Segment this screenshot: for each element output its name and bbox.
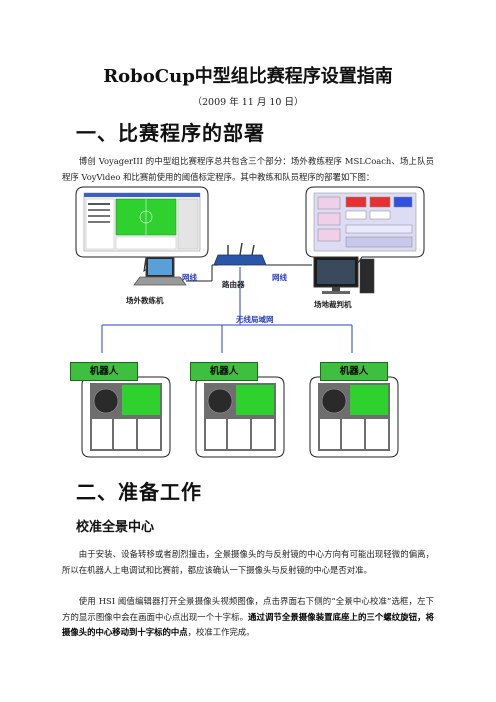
robot-box-2: 机器人 — [190, 362, 258, 381]
para3-normal-text: 使用 HSI 阈值编辑器打开全景摄像头视频图像，点击界面右下侧的“全景中心校准”… — [62, 596, 434, 622]
deployment-diagram — [75, 186, 425, 458]
referee-screenshot-callout — [305, 186, 425, 270]
document-title: RoboCup中型组比赛程序设置指南 — [103, 66, 393, 87]
robot-screenshot-callout-3 — [309, 370, 399, 458]
router-icon — [213, 242, 267, 266]
calibration-paragraph-2: 使用 HSI 阈值编辑器打开全景摄像头视频图像，点击界面右下侧的“全景中心校准”… — [62, 594, 434, 641]
section-heading-deployment: 一、比赛程序的部署 — [76, 121, 265, 145]
laptop-icon — [133, 256, 187, 286]
wlan-label: 无线局域网 — [236, 315, 274, 324]
robot-screenshot-callout-1 — [81, 370, 171, 458]
monitor-icon — [313, 256, 375, 294]
section-heading-preparation: 二、准备工作 — [76, 480, 202, 504]
wire-left-label: 网线 — [182, 273, 197, 282]
section-1-paragraph: 博创 VoyagerIII 的中型组比赛程序总共包含三个部分：场外教练程序 MS… — [62, 156, 434, 182]
robot-box-3: 机器人 — [320, 362, 388, 381]
wire-right-label: 网线 — [272, 273, 287, 282]
router-label: 路由器 — [222, 280, 245, 289]
robot-screenshot-callout-2 — [195, 370, 285, 458]
robot-box-1: 机器人 — [70, 362, 138, 381]
para3-bold-text: 通过调节全景摄像装置底座上的三个螺纹旋钮，将摄像头的中心移动到十字标的中点 — [62, 611, 435, 638]
coach-screenshot-callout — [75, 186, 209, 273]
document-date: （2009 年 11 月 10 日） — [192, 97, 304, 108]
subsection-heading-calibrate: 校准全景中心 — [76, 520, 155, 535]
laptop-label: 场外教练机 — [126, 296, 164, 305]
para3-tail-text: ，校准工作完成。 — [187, 627, 255, 637]
desktop-label: 场地裁判机 — [314, 300, 352, 309]
calibration-paragraph-1: 由于安装、设备转移或者剧烈撞击，全景摄像头的与反射镜的中心方向有可能出现轻微的偏… — [62, 549, 434, 575]
